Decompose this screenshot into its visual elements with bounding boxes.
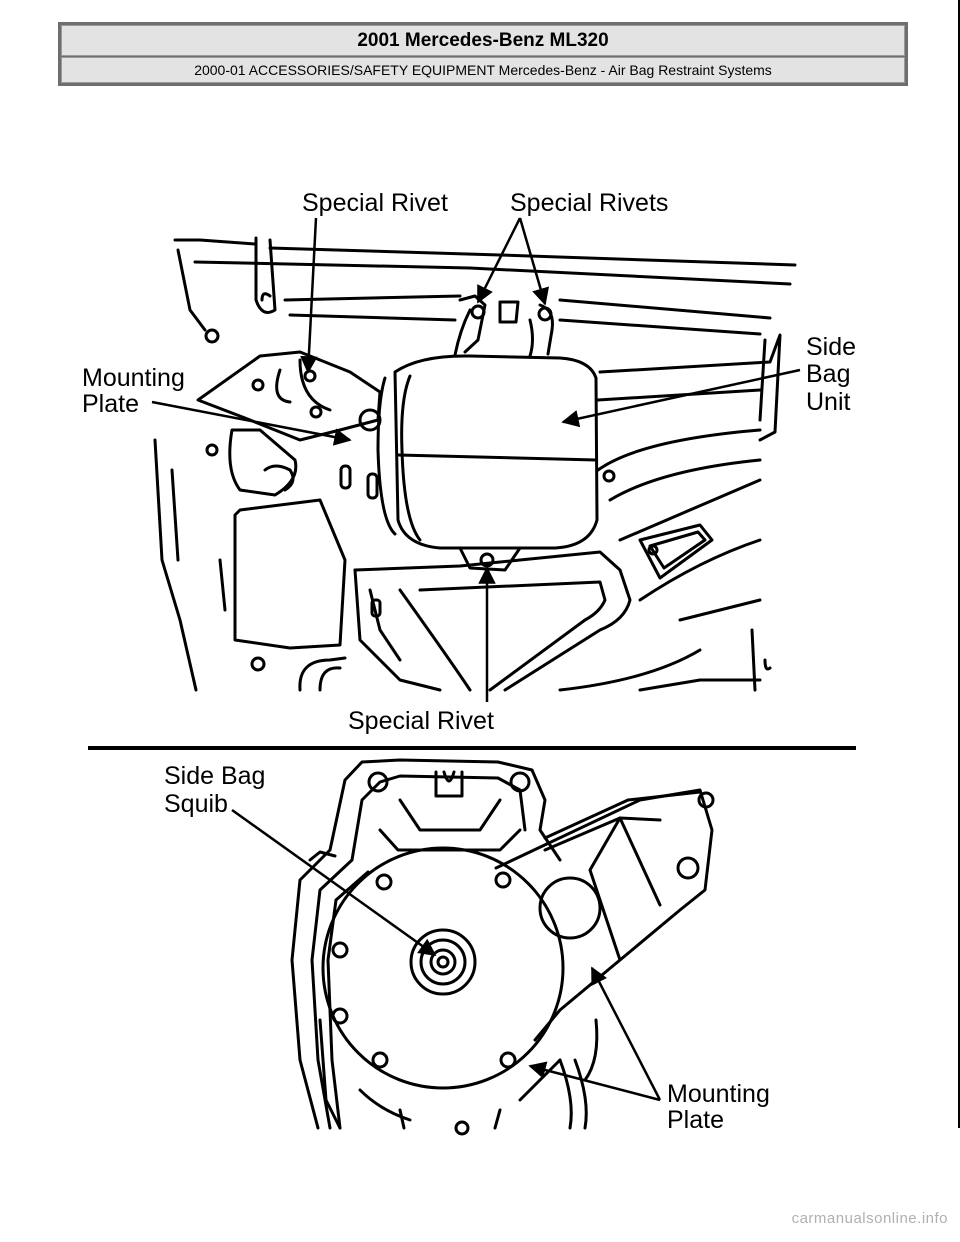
label-mounting-top: Mounting xyxy=(82,364,185,392)
label-plate-bottom: Plate xyxy=(667,1106,724,1134)
page-subtitle: 2000-01 ACCESSORIES/SAFETY EQUIPMENT Mer… xyxy=(61,57,905,83)
label-mounting-bottom: Mounting xyxy=(667,1080,770,1108)
label-unit: Unit xyxy=(806,388,851,416)
label-bag: Bag xyxy=(806,360,850,388)
label-special-rivet-top: Special Rivet xyxy=(302,189,448,217)
top-leader-lines xyxy=(151,217,801,702)
airbag-diagram: Special Rivet Special Rivets Mounting Pl… xyxy=(82,189,856,1136)
label-special-rivet-bottom: Special Rivet xyxy=(348,707,494,735)
label-squib: Squib xyxy=(164,790,228,818)
footer-watermark-area: carmanualsonline.info xyxy=(0,1190,960,1242)
label-special-rivets: Special Rivets xyxy=(510,189,668,217)
door-panel-drawing xyxy=(153,236,797,692)
label-side: Side xyxy=(806,333,856,361)
label-plate-top: Plate xyxy=(82,390,139,418)
label-side-bag: Side Bag xyxy=(164,762,265,790)
bottom-leader-lines xyxy=(231,808,662,1102)
page-title: 2001 Mercedes-Benz ML320 xyxy=(61,25,905,56)
watermark-text: carmanualsonline.info xyxy=(791,1210,948,1227)
document-header: 2001 Mercedes-Benz ML320 2000-01 ACCESSO… xyxy=(58,22,908,86)
page-border xyxy=(958,0,960,1128)
